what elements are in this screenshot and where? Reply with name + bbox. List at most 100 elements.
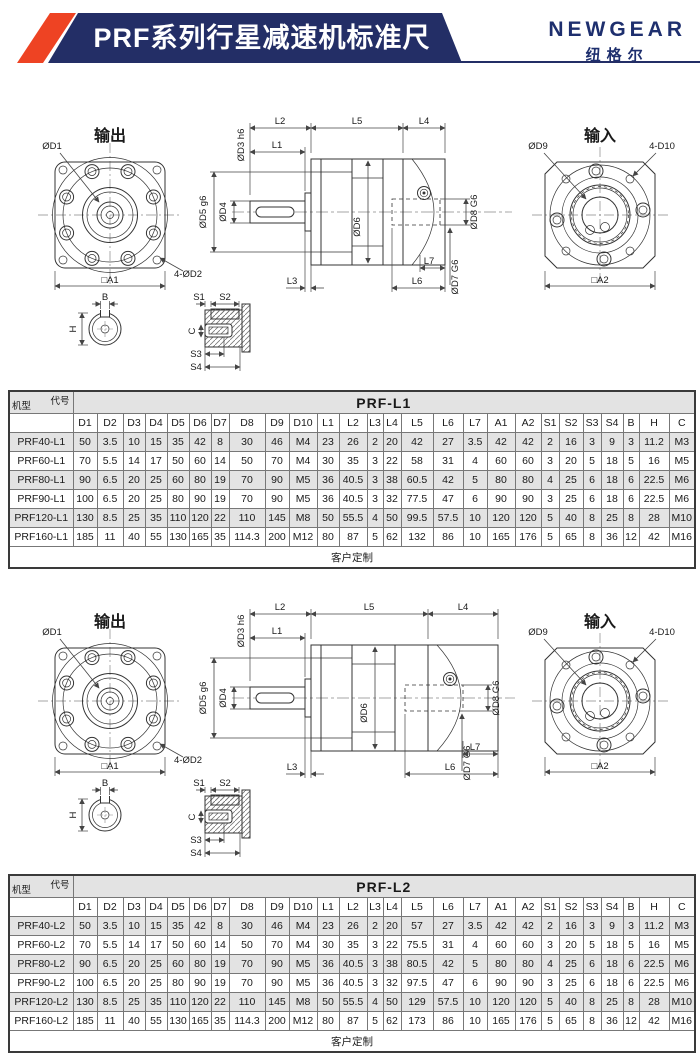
dim-label-h: H: [68, 811, 79, 818]
value-cell: 36: [316, 489, 340, 509]
col-header: D6: [188, 413, 212, 433]
value-cell: 90: [514, 973, 542, 993]
value-cell: 120: [188, 508, 212, 528]
value-cell: 42: [486, 432, 516, 452]
value-cell: 97.5: [400, 973, 434, 993]
model-cell: PRF120-L2: [8, 992, 74, 1012]
value-cell: M4: [288, 916, 318, 936]
blank-cell: [8, 897, 74, 917]
value-cell: 60: [514, 451, 542, 471]
value-cell: 12: [622, 1011, 640, 1031]
value-cell: 65: [558, 527, 584, 547]
value-cell: 3.5: [96, 916, 124, 936]
value-cell: 86: [432, 1011, 464, 1031]
value-cell: 90: [514, 489, 542, 509]
value-cell: 62: [382, 527, 402, 547]
value-cell: 60: [514, 935, 542, 955]
col-header: L4: [382, 897, 402, 917]
value-cell: 2: [366, 432, 384, 452]
value-cell: 3.5: [462, 432, 488, 452]
value-cell: 5: [540, 508, 560, 528]
value-cell: 30: [316, 451, 340, 471]
value-cell: 40.5: [338, 470, 368, 490]
input-title: 输入: [584, 126, 616, 145]
brand-logo: NEWGEAR 纽格尔: [548, 18, 686, 65]
value-cell: M12: [288, 527, 318, 547]
value-cell: 57: [400, 916, 434, 936]
model-cell: PRF60-L1: [8, 451, 74, 471]
value-cell: 100: [72, 489, 98, 509]
dim-label-b: B: [102, 778, 108, 789]
value-cell: 55.5: [338, 992, 368, 1012]
value-cell: 4: [462, 451, 488, 471]
input-front-view: 输入 ØD9 4-D10 □A2: [528, 126, 675, 290]
col-header: D4: [144, 413, 168, 433]
value-cell: M8: [288, 992, 318, 1012]
col-header: D6: [188, 897, 212, 917]
value-cell: 130: [166, 1011, 190, 1031]
dim-label-c: C: [187, 813, 198, 820]
output-front-view: 输出 ØD1 4-ØD2 □A1: [38, 126, 202, 290]
value-cell: 80: [514, 954, 542, 974]
value-cell: 42: [486, 916, 516, 936]
value-cell: 5: [366, 1011, 384, 1031]
value-cell: 42: [432, 470, 464, 490]
value-cell: 18: [600, 489, 624, 509]
value-cell: 3: [366, 973, 384, 993]
value-cell: 42: [188, 916, 212, 936]
value-cell: 3: [540, 451, 560, 471]
value-cell: 38: [382, 470, 402, 490]
value-cell: 8: [210, 432, 230, 452]
value-cell: 50: [228, 935, 266, 955]
dim-label-s4: S4: [190, 848, 202, 859]
table-title: PRF-L1: [72, 390, 696, 414]
col-header: D5: [166, 897, 190, 917]
value-cell: 40: [122, 527, 146, 547]
custom-footer-cell: 客户定制: [8, 546, 696, 569]
value-cell: 70: [228, 489, 266, 509]
value-cell: 23: [316, 916, 340, 936]
value-cell: 25: [558, 489, 584, 509]
value-cell: 87: [338, 1011, 368, 1031]
value-cell: 75.5: [400, 935, 434, 955]
value-cell: M10: [668, 992, 696, 1012]
value-cell: 80: [514, 470, 542, 490]
value-cell: 25: [144, 973, 168, 993]
value-cell: 36: [316, 954, 340, 974]
value-cell: 90: [486, 489, 516, 509]
value-cell: 120: [188, 992, 212, 1012]
side-section-view: L2 L5 L4 L1 ØD3 h6 ØD5 g6 ØD4 ØD6 ØD8 G6…: [198, 116, 512, 294]
dim-label-l7: L7: [424, 256, 435, 267]
dim-label-d7: ØD7 G6: [462, 746, 473, 781]
value-cell: 3: [540, 489, 560, 509]
value-cell: 6.5: [96, 954, 124, 974]
dim-label-a1: □A1: [101, 275, 118, 286]
value-cell: 3: [366, 470, 384, 490]
value-cell: 22.5: [638, 954, 670, 974]
input-front-view: 输入 ØD9 4-D10 □A2: [528, 612, 675, 776]
value-cell: 26: [338, 916, 368, 936]
col-header: D10: [288, 897, 318, 917]
value-cell: 8: [582, 992, 602, 1012]
dim-label-l3: L3: [287, 762, 298, 773]
value-cell: 165: [188, 527, 212, 547]
col-header: L4: [382, 413, 402, 433]
value-cell: 6: [622, 489, 640, 509]
dim-label-l1: L1: [272, 626, 283, 637]
value-cell: 8: [582, 527, 602, 547]
value-cell: 50: [316, 508, 340, 528]
value-cell: 145: [264, 508, 290, 528]
value-cell: 6.5: [96, 973, 124, 993]
col-header: L7: [462, 897, 488, 917]
value-cell: 47: [432, 489, 464, 509]
col-header: D8: [228, 413, 266, 433]
dim-label-d8: ØD8 G6: [469, 195, 480, 230]
value-cell: 50: [382, 992, 402, 1012]
value-cell: 3: [540, 973, 560, 993]
value-cell: 40.5: [338, 973, 368, 993]
value-cell: 36: [316, 973, 340, 993]
value-cell: M5: [668, 935, 696, 955]
value-cell: 200: [264, 527, 290, 547]
value-cell: 60.5: [400, 470, 434, 490]
